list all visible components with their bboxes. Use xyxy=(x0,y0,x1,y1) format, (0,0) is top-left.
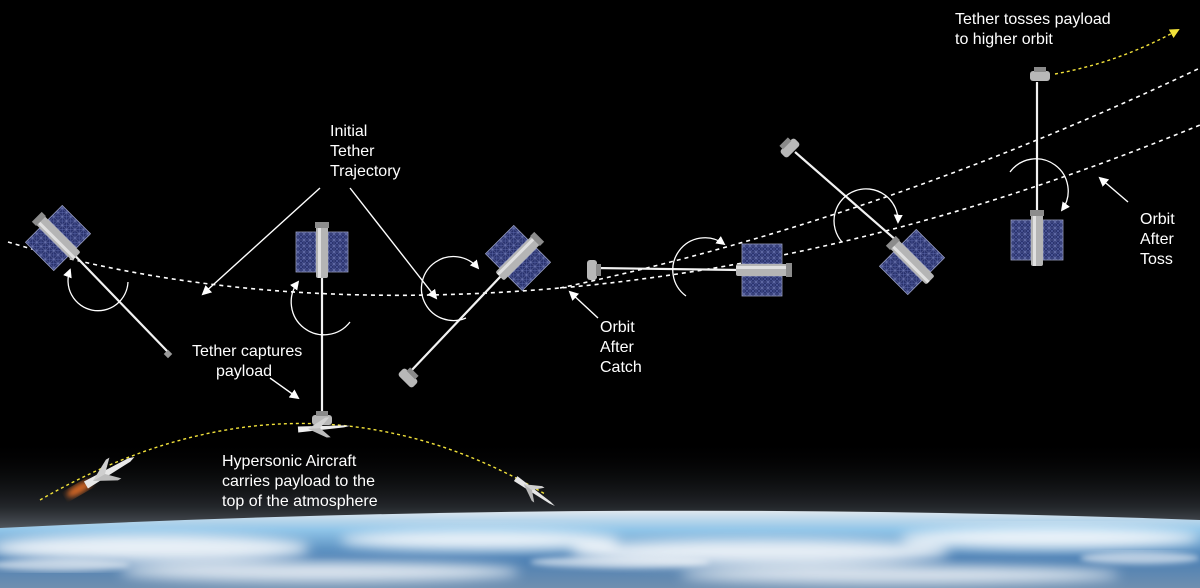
label-line: Toss xyxy=(1140,251,1173,268)
tether-line xyxy=(409,257,519,373)
satellite-icon xyxy=(735,243,793,297)
label-line: carries payload to the xyxy=(222,473,375,490)
initial-orbit-extension-path xyxy=(559,67,1200,289)
label-line: Orbit xyxy=(1140,211,1175,228)
label-line: Trajectory xyxy=(330,163,401,180)
aircraft-icon xyxy=(297,417,350,438)
label-line: top of the atmosphere xyxy=(222,493,378,510)
aircraft-flight-path xyxy=(39,422,546,501)
label-line: After xyxy=(600,339,634,356)
label-tether-captures: Tether captures payload xyxy=(192,342,302,382)
rotation-arrow-icon xyxy=(672,236,726,297)
tether-system-3 xyxy=(397,217,559,389)
label-orbit-after-toss: Orbit After Toss xyxy=(1140,210,1175,270)
tether-system-1 xyxy=(17,197,173,359)
tether-system-5 xyxy=(776,134,950,300)
label-hypersonic-aircraft: Hypersonic Aircraft carries payload to t… xyxy=(222,452,378,512)
orbit-after-catch-path xyxy=(7,124,1200,297)
pointer-tether-captures xyxy=(269,377,300,400)
aircraft-icon xyxy=(513,476,555,507)
label-line: Tether captures xyxy=(192,343,303,360)
label-line: payload xyxy=(216,363,273,380)
label-line: Initial xyxy=(330,123,368,140)
tether-line xyxy=(794,151,906,249)
payload-icon xyxy=(163,349,173,359)
toss-path xyxy=(1054,29,1180,75)
payload-icon xyxy=(397,364,422,389)
label-line: Tether xyxy=(330,143,375,160)
rotation-arrow-icon xyxy=(1009,158,1070,212)
pointer-initial-trajectory-left xyxy=(201,187,321,296)
rotation-arrow-icon xyxy=(289,280,351,336)
satellite-icon xyxy=(1010,209,1064,267)
label-line: to higher orbit xyxy=(955,31,1053,48)
payload-icon xyxy=(1030,67,1050,81)
pointer-orbit-after-catch xyxy=(568,290,599,319)
tether-system-6 xyxy=(1009,67,1070,267)
aircraft-icon xyxy=(66,457,135,498)
tether-line xyxy=(57,237,169,353)
tether-system-4 xyxy=(587,236,793,297)
earth-clouds xyxy=(0,527,1200,584)
pointer-initial-trajectory-right xyxy=(349,187,438,300)
rotation-arrow-icon xyxy=(63,268,129,312)
label-tether-tosses: Tether tosses payload to higher orbit xyxy=(955,10,1111,50)
label-line: Catch xyxy=(600,359,642,376)
label-initial-trajectory: Initial Tether Trajectory xyxy=(330,122,401,182)
tether-line xyxy=(593,266,741,272)
label-line: After xyxy=(1140,231,1174,248)
rotation-arrow-icon xyxy=(833,188,903,243)
label-line: Orbit xyxy=(600,319,635,336)
payload-icon xyxy=(587,260,601,280)
rotation-arrow-icon xyxy=(420,255,480,322)
satellite-icon xyxy=(871,221,950,300)
label-line: Hypersonic Aircraft xyxy=(222,453,357,470)
tether-system-2 xyxy=(289,221,351,425)
label-orbit-after-catch: Orbit After Catch xyxy=(600,318,642,378)
satellite-icon xyxy=(295,221,349,279)
pointer-orbit-after-toss xyxy=(1098,176,1129,203)
label-line: Tether tosses payload xyxy=(955,11,1111,28)
